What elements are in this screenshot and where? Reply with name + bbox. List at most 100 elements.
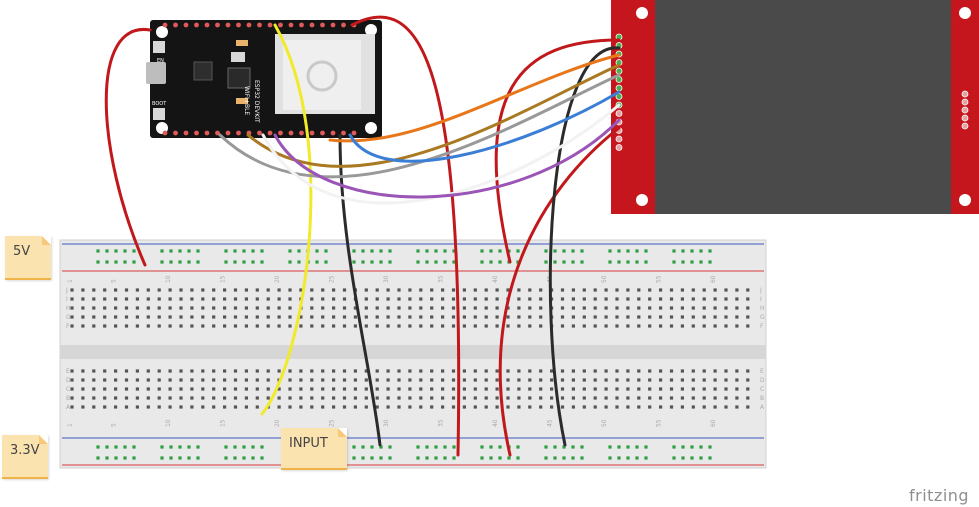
breadboard-hole (408, 369, 412, 373)
rail-hole (178, 445, 182, 449)
breadboard-hole (321, 315, 325, 319)
breadboard-hole (81, 396, 85, 400)
breadboard-hole (146, 288, 150, 292)
breadboard-hole (168, 306, 172, 310)
breadboard-hole (179, 324, 183, 328)
breadboard-hole (397, 378, 401, 382)
rail-hole (443, 249, 447, 253)
breadboard-holes (70, 249, 750, 460)
breadboard-hole (473, 306, 477, 310)
breadboard-hole (288, 387, 292, 391)
breadboard-hole (473, 288, 477, 292)
rail-hole (489, 456, 493, 460)
rail-hole (196, 249, 200, 253)
rail-hole (562, 445, 566, 449)
rail-hole (681, 456, 685, 460)
column-number: 50 (601, 275, 608, 283)
rail-hole (699, 249, 703, 253)
breadboard-hole (582, 387, 586, 391)
breadboard-hole (364, 387, 368, 391)
column-number: 55 (656, 275, 663, 283)
mount-hole (156, 26, 168, 38)
breadboard-hole (310, 396, 314, 400)
breadboard-hole (648, 405, 652, 409)
rail-hole (571, 456, 575, 460)
breadboard-hole (517, 396, 521, 400)
breadboard-hole (244, 387, 248, 391)
breadboard-hole (659, 324, 663, 328)
breadboard-hole (582, 378, 586, 382)
breadboard-hole (332, 405, 336, 409)
breadboard-hole (441, 387, 445, 391)
breadboard-hole (659, 378, 663, 382)
breadboard-hole (201, 306, 205, 310)
breadboard-hole (135, 405, 139, 409)
breadboard-hole (451, 396, 456, 400)
breadboard-hole (462, 324, 466, 328)
rail-hole (708, 249, 712, 253)
rail-hole (352, 249, 356, 253)
rail-hole (635, 445, 639, 449)
breadboard-hole (691, 405, 695, 409)
breadboard-hole (135, 288, 139, 292)
breadboard-hole (571, 288, 575, 292)
breadboard-hole (223, 324, 227, 328)
breadboard-hole (321, 369, 325, 373)
breadboard-hole (593, 306, 597, 310)
rail-hole (388, 445, 392, 449)
breadboard-hole (691, 369, 695, 373)
breadboard-hole (571, 378, 575, 382)
rail-hole (169, 456, 173, 460)
breadboard-hole (560, 324, 565, 328)
breadboard-hole (506, 378, 510, 382)
breadboard-hole (637, 378, 641, 382)
breadboard-hole (353, 315, 357, 319)
breadboard-hole (233, 387, 238, 391)
breadboard-hole (462, 387, 466, 391)
board-name: ESP32 DEVKIT (253, 80, 260, 123)
breadboard-hole (441, 324, 445, 328)
breadboard-hole (364, 369, 368, 373)
breadboard-hole (430, 315, 434, 319)
rail-hole (516, 249, 520, 253)
breadboard-hole (495, 324, 499, 328)
breadboard-hole (124, 297, 129, 301)
breadboard-hole (397, 306, 401, 310)
breadboard-hole (517, 288, 521, 292)
rail-hole (635, 456, 639, 460)
breadboard-hole (539, 387, 543, 391)
breadboard-hole (299, 387, 303, 391)
breadboard-hole (114, 315, 118, 319)
breadboard-hole (582, 288, 586, 292)
column-number: 15 (220, 275, 227, 283)
breadboard-hole (353, 405, 357, 409)
row-letter: B (760, 395, 764, 402)
breadboard-hole (506, 315, 510, 319)
breadboard-hole (484, 369, 488, 373)
breadboard-hole (157, 378, 161, 382)
breadboard-hole (702, 306, 706, 310)
breadboard-hole (419, 378, 423, 382)
breadboard-hole (124, 288, 129, 292)
rail-hole (315, 260, 319, 264)
row-letter: J (759, 287, 762, 294)
rail-hole (617, 456, 621, 460)
rail-hole (105, 445, 109, 449)
breadboard-hole (615, 297, 619, 301)
capacitor (236, 40, 248, 46)
breadboard-hole (451, 369, 456, 373)
rail-hole (388, 456, 392, 460)
note-fold (338, 428, 347, 437)
rail-hole (635, 249, 639, 253)
breadboard-hole (190, 297, 194, 301)
breadboard-hole (375, 324, 379, 328)
breadboard-hole (506, 288, 510, 292)
breadboard-hole (190, 369, 194, 373)
breadboard-hole (124, 324, 129, 328)
breadboard-hole (168, 396, 172, 400)
header-pin (204, 130, 210, 136)
breadboard-hole (582, 306, 586, 310)
breadboard-hole (680, 288, 684, 292)
breadboard-hole (288, 378, 292, 382)
breadboard-hole (70, 369, 74, 373)
